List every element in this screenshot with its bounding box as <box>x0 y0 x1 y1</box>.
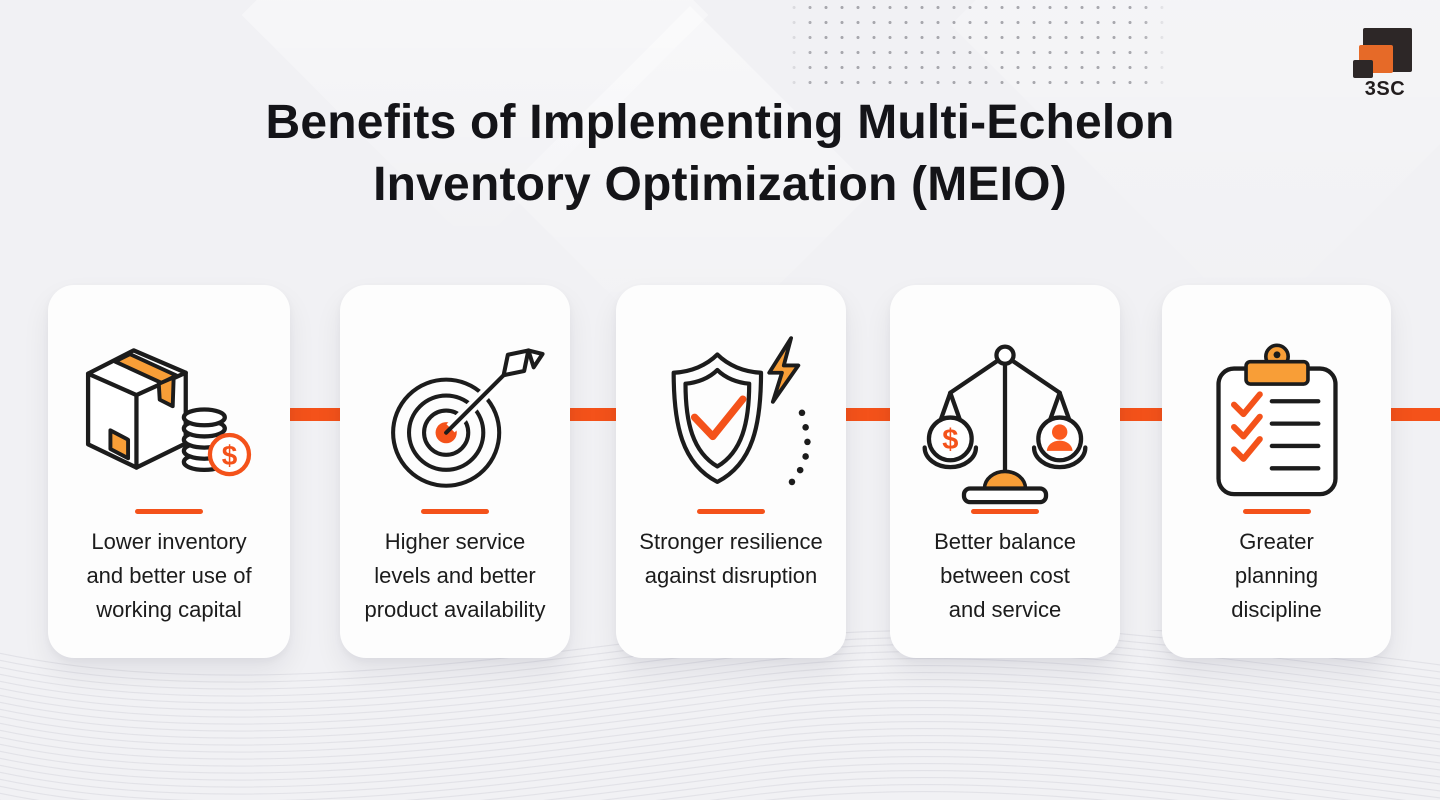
connector-line <box>1387 408 1440 421</box>
logo-square-dark-small <box>1353 60 1373 78</box>
card-label: Lower inventory and better use of workin… <box>86 529 252 622</box>
dollar-glyph: $ <box>942 424 958 456</box>
benefit-card: Higher service levels and better product… <box>340 285 570 658</box>
card-icon-area: $ <box>890 325 1120 505</box>
card-icon-area: $ <box>48 325 290 505</box>
benefit-card: $ Lower inventory and better use of work… <box>48 285 290 658</box>
benefit-card: $ Better balance between cost and servic… <box>890 285 1120 658</box>
benefit-card: Stronger resilience against disruption <box>616 285 846 658</box>
page-title: Benefits of Implementing Multi-Echelon I… <box>265 96 1175 211</box>
scale-balance-icon: $ <box>922 344 1088 505</box>
card-icon-area <box>1162 325 1391 505</box>
wave-pattern <box>0 630 1440 800</box>
shield-check-icon <box>671 335 811 485</box>
dot-grid-pattern <box>786 0 1168 94</box>
card-divider <box>421 509 489 514</box>
connector-line <box>566 408 620 421</box>
card-label: Greater planning discipline <box>1231 529 1322 622</box>
target-arrow-icon <box>391 348 545 488</box>
connector-line <box>842 408 894 421</box>
benefit-card: Greater planning discipline <box>1162 285 1391 658</box>
company-logo: 3SC <box>1350 24 1420 104</box>
card-label: Better balance between cost and service <box>934 529 1076 622</box>
card-divider <box>135 509 203 514</box>
card-divider <box>697 509 765 514</box>
dollar-glyph: $ <box>222 439 238 470</box>
card-label: Stronger resilience against disruption <box>639 529 823 588</box>
box-coins-icon: $ <box>85 347 252 476</box>
card-label: Higher service levels and better product… <box>364 529 546 622</box>
card-divider <box>1242 509 1311 514</box>
logo-text: 3SC <box>1364 78 1406 100</box>
connector-line <box>286 408 344 421</box>
connector-line <box>1116 408 1166 421</box>
card-icon-area <box>616 325 846 505</box>
card-icon-area <box>340 325 570 505</box>
card-divider <box>971 509 1039 514</box>
clipboard-checklist-icon <box>1215 343 1338 497</box>
